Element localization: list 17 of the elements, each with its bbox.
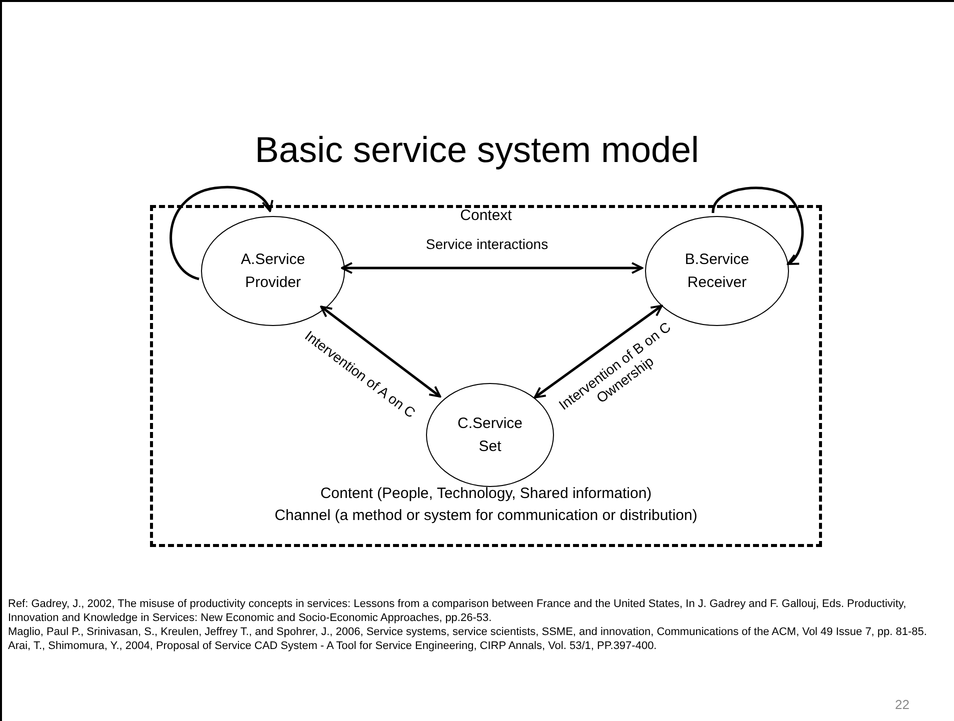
double-arrow: [534, 304, 663, 398]
frame-note: Channel (a method or system for communication or distribution): [274, 506, 698, 526]
self-loop-arrow: [712, 186, 804, 266]
reference-text: Ref: Gadrey, J., 2002, The misuse of productivity concepts in services: Lessons from a comparison between France and the United States, In J. Gadrey and F. Gallouj, Eds. Productivity, Innovation and Knowledge in Services: New Economic and Socio-Economic Approaches, pp.26-53.: [8, 597, 908, 625]
double-arrow: [341, 262, 643, 274]
reference-text: Maglio, Paul P., Srinivasan, S., Kreulen, Jeffrey T., and Spohrer, J., 2006, Service systems, service scientists, SSME, and innovation, Communications of the ACM, Vol 49 Issue 7, pp. 81-85.: [8, 625, 928, 639]
slide-title: Basic service system model: [254, 128, 700, 172]
ellipse-node: C.Service Set: [426, 383, 554, 487]
reference-text: Arai, T., Shimomura, Y., 2004, Proposal of Service CAD System - A Tool for Service Engineering, CIRP Annals, Vol. 53/1, PP.397-400.: [8, 639, 658, 653]
ellipse-node: A.Service Provider: [201, 216, 345, 326]
double-arrow: [320, 306, 442, 398]
context-label: Context: [459, 206, 513, 226]
frame-note: Content (People, Technology, Shared information): [319, 484, 653, 504]
edge-label: Service interactions: [424, 236, 550, 253]
self-loop-arrow: [170, 186, 272, 280]
page-number: 22: [895, 696, 910, 714]
context-frame: [150, 205, 822, 547]
